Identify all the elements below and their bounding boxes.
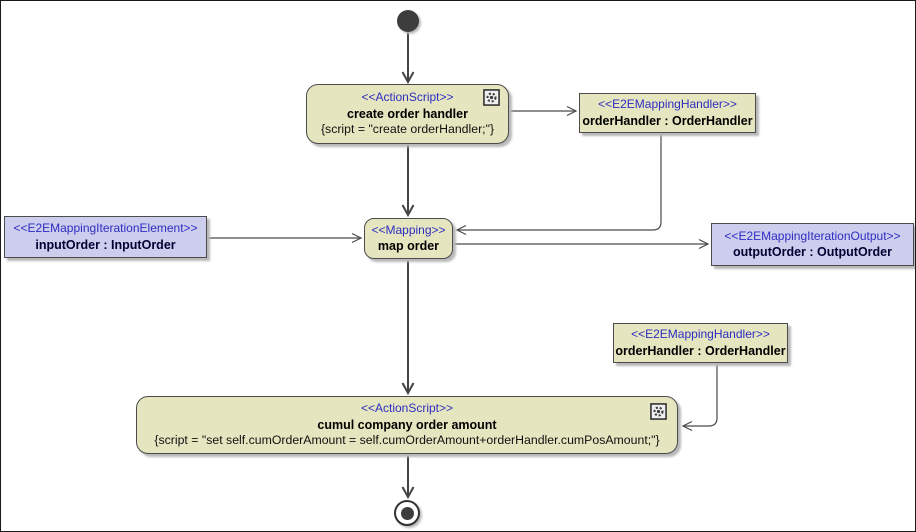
- object-order-handler-bottom[interactable]: <<E2EMappingHandler>> orderHandler : Ord…: [613, 323, 788, 363]
- gear-icon: [483, 89, 500, 106]
- node-name: inputOrder : InputOrder: [35, 237, 176, 252]
- action-map-order[interactable]: <<Mapping>> map order: [364, 218, 453, 259]
- object-output-order[interactable]: <<E2EMappingIterationOutput>> outputOrde…: [711, 223, 914, 266]
- initial-node[interactable]: [397, 10, 419, 32]
- object-input-order[interactable]: <<E2EMappingIterationElement>> inputOrde…: [4, 216, 207, 258]
- node-stereotype: <<E2EMappingHandler>>: [631, 327, 770, 342]
- node-name: orderHandler : OrderHandler: [615, 343, 786, 358]
- node-stereotype: <<Mapping>>: [371, 222, 446, 237]
- node-name: map order: [377, 239, 440, 254]
- node-name: outputOrder : OutputOrder: [732, 245, 892, 260]
- activity-final-node[interactable]: [394, 500, 420, 526]
- gear-icon: [650, 403, 667, 420]
- action-create-order-handler[interactable]: <<ActionScript>> create order handler {s…: [306, 84, 509, 144]
- object-order-handler-top[interactable]: <<E2EMappingHandler>> orderHandler : Ord…: [579, 93, 756, 133]
- node-stereotype: <<E2EMappingHandler>>: [598, 97, 737, 112]
- node-script-constraint: {script = "set self.cumOrderAmount = sel…: [154, 432, 660, 447]
- node-stereotype: <<ActionScript>>: [360, 401, 454, 416]
- node-name: create order handler: [347, 106, 468, 121]
- node-name: cumul company order amount: [317, 417, 497, 432]
- final-node-dot: [400, 506, 414, 520]
- node-name: orderHandler : OrderHandler: [582, 113, 753, 128]
- edge-orderhandler2-to-cumul[interactable]: [681, 364, 718, 432]
- node-stereotype: <<ActionScript>>: [361, 90, 454, 105]
- node-script-constraint: {script = "create orderHandler;"}: [320, 121, 495, 136]
- edge-orderhandler-to-maporder[interactable]: [455, 134, 662, 236]
- action-cumul-company-order-amount[interactable]: <<ActionScript>> cumul company order amo…: [136, 396, 678, 454]
- node-stereotype: <<E2EMappingIterationOutput>>: [724, 228, 901, 243]
- node-stereotype: <<E2EMappingIterationElement>>: [13, 221, 198, 236]
